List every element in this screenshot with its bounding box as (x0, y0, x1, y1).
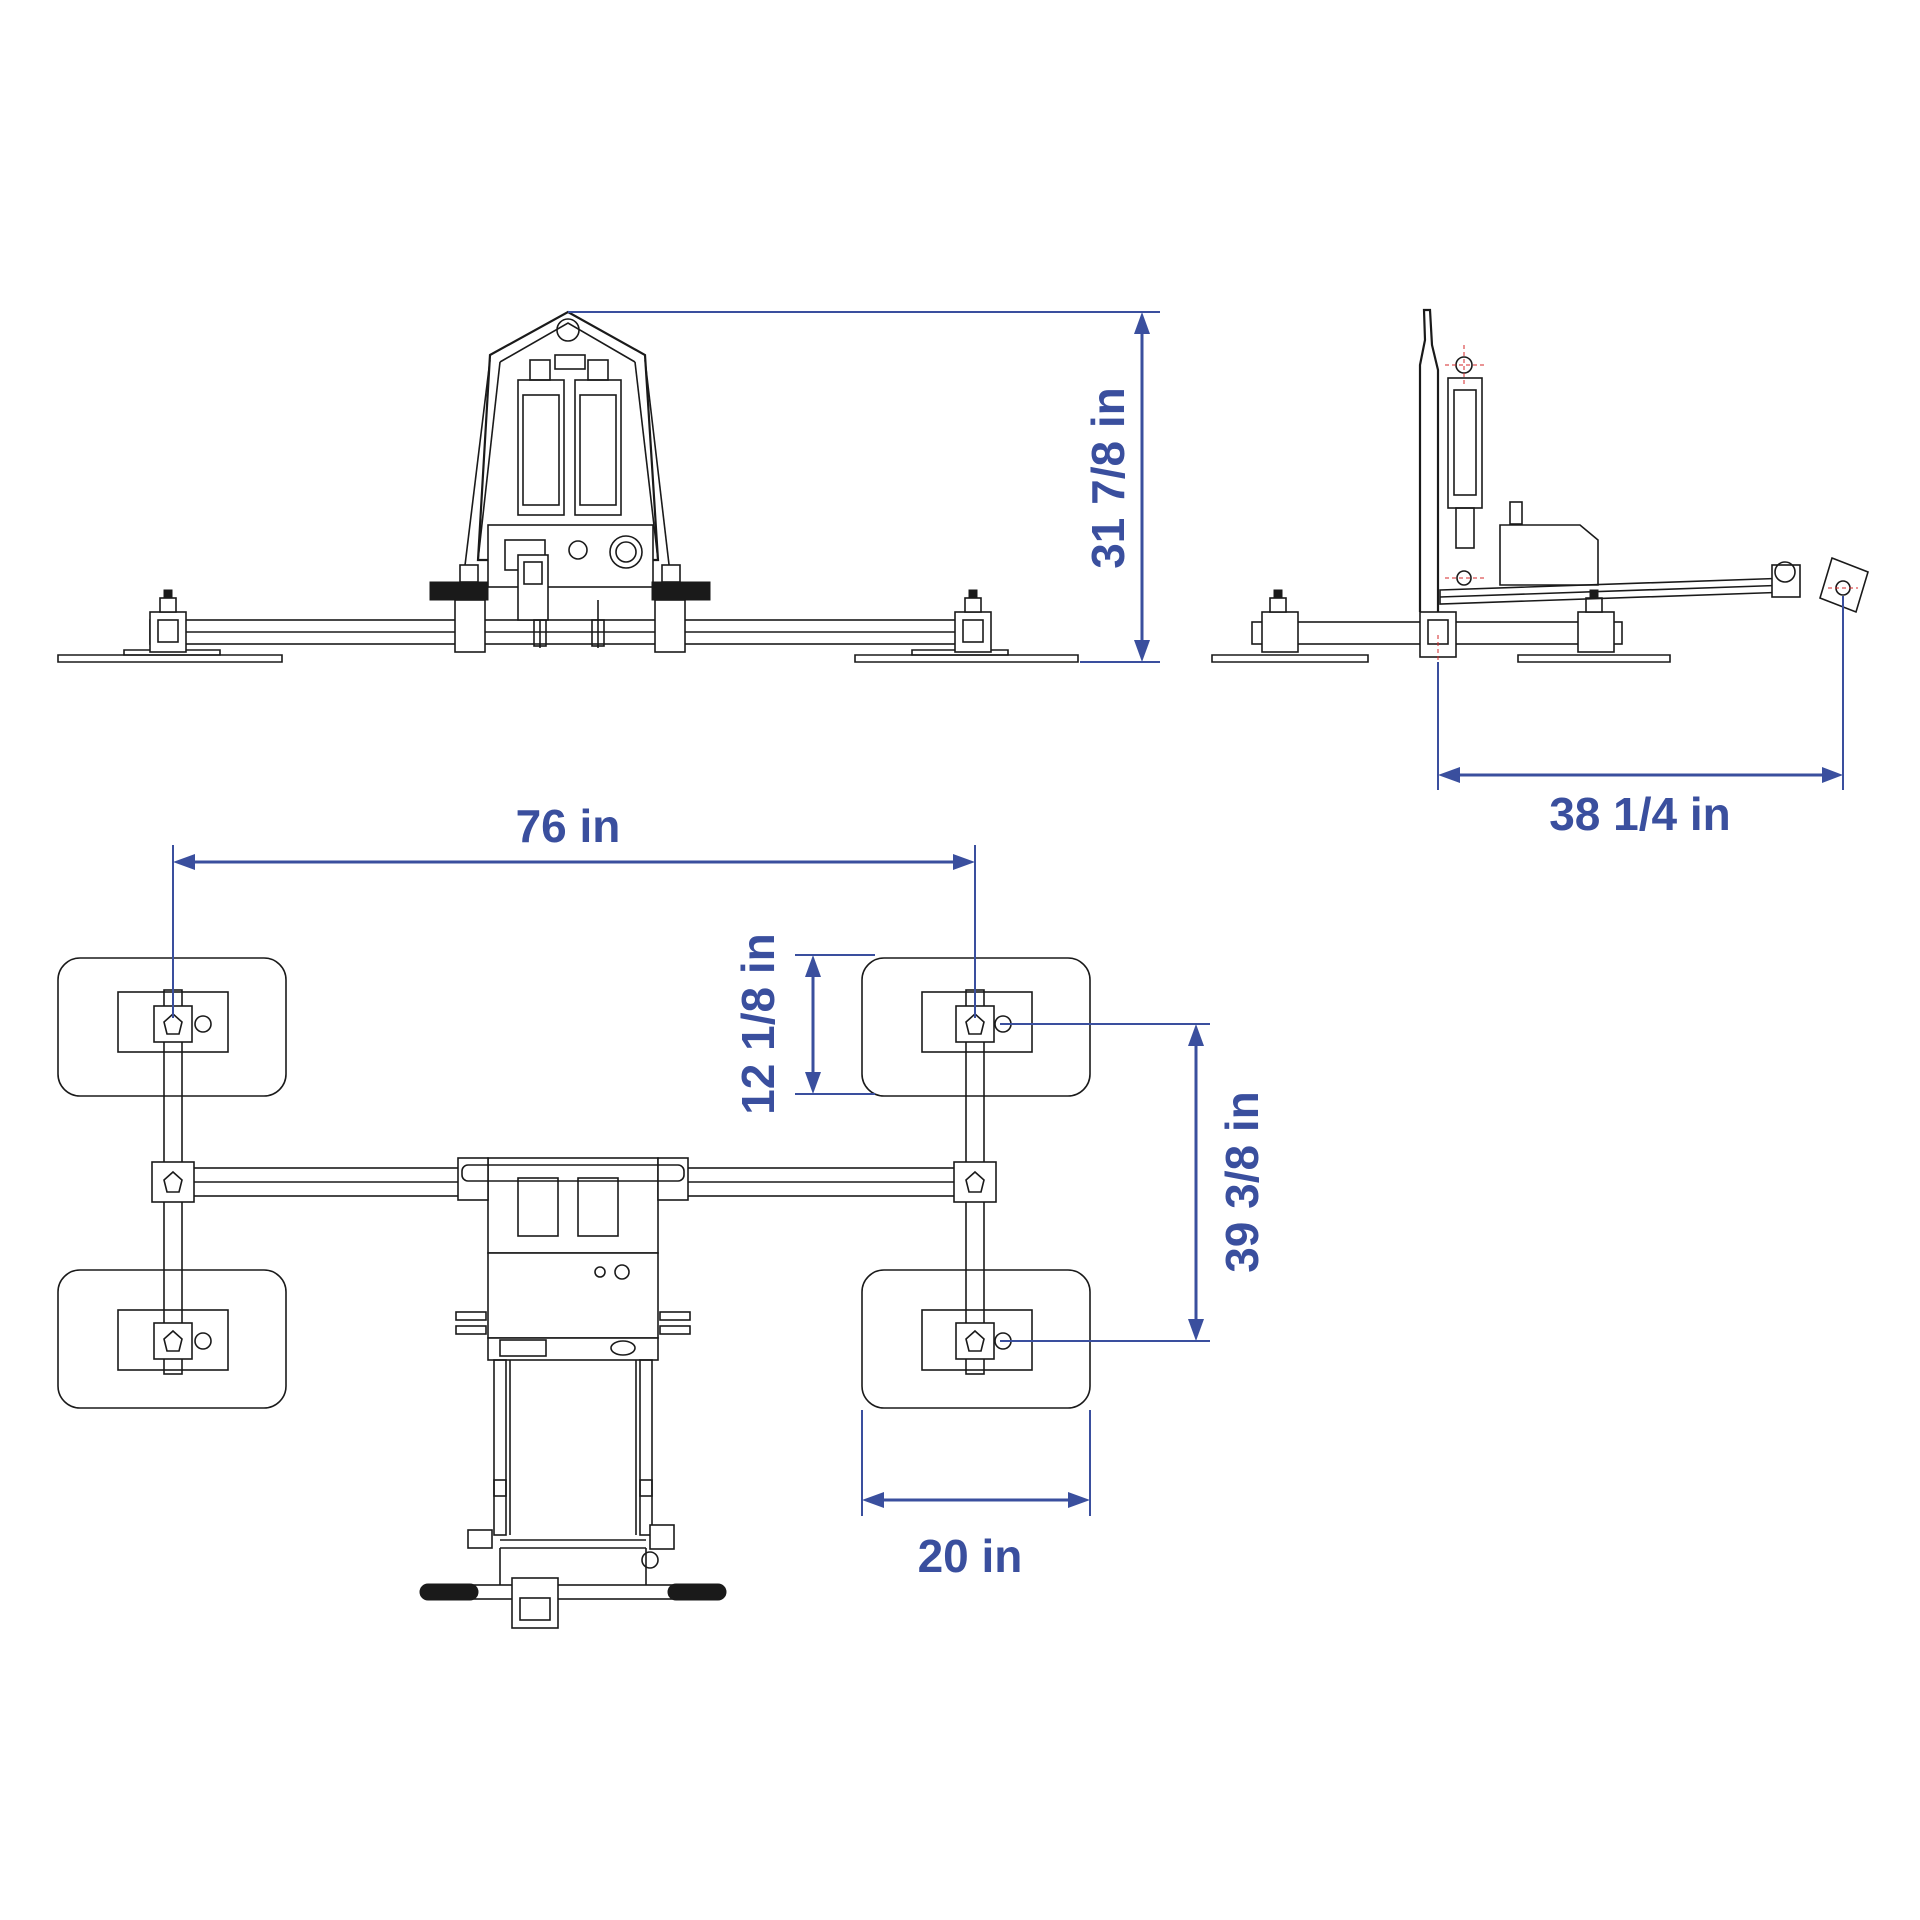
depth-label: 38 1/4 in (1549, 788, 1731, 840)
dim-height: 31 7/8 in (568, 311, 1160, 663)
pad-spacing-label: 76 in (516, 800, 621, 852)
height-label: 31 7/8 in (1082, 387, 1134, 569)
top-control-box (487, 1252, 659, 1339)
side-view (1211, 308, 1869, 685)
front-view (57, 310, 1079, 663)
left-grip-icon (419, 1583, 479, 1601)
side-cylinder (1447, 377, 1483, 509)
side-mast (1418, 308, 1440, 612)
right-grip-icon (667, 1583, 727, 1601)
front-cylinder-left (517, 379, 565, 516)
dim-pad-span: 39 3/8 in (1000, 1023, 1268, 1342)
dim-pad-spacing: 76 in (172, 800, 976, 1018)
front-cylinder-right (574, 379, 622, 516)
top-center-body (487, 1157, 659, 1254)
pad-length-label: 12 1/8 in (732, 933, 784, 1115)
pad-span-label: 39 3/8 in (1216, 1091, 1268, 1273)
front-clamp-right (651, 581, 711, 601)
side-pad-right (1517, 654, 1671, 663)
pad-width-label: 20 in (918, 1530, 1023, 1582)
front-pad-left (57, 654, 283, 663)
top-handle-bar (457, 1584, 689, 1600)
top-rail-left (493, 1359, 507, 1536)
front-pad-right (854, 654, 1079, 663)
side-control-box (1499, 524, 1599, 586)
front-lifting-frame (476, 310, 660, 562)
vacuum-gauge-icon (568, 540, 588, 560)
top-pad-lower-right (861, 1269, 1091, 1409)
top-pad-lower-left (57, 1269, 287, 1409)
dim-pad-width: 20 in (861, 1410, 1091, 1582)
side-pad-left (1211, 654, 1369, 663)
top-rail-right (639, 1359, 653, 1536)
front-clamp-left (429, 581, 489, 601)
side-handle-grip (1819, 556, 1869, 614)
dim-depth: 38 1/4 in (1437, 596, 1844, 840)
dial-gauge-icon (609, 535, 643, 569)
dim-pad-length: 12 1/8 in (732, 933, 875, 1115)
top-view (57, 957, 1091, 1629)
